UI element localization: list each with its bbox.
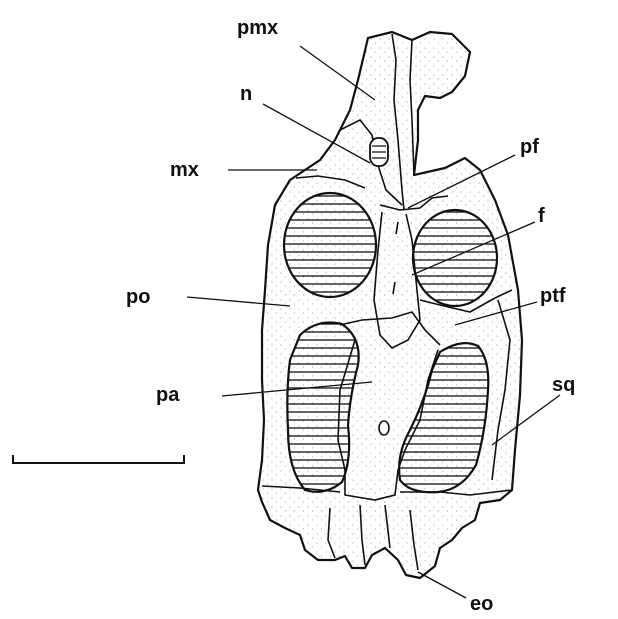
label-sq: sq	[552, 374, 575, 396]
label-pa: pa	[156, 384, 180, 406]
parietal-foramen	[379, 421, 389, 435]
label-ptf: ptf	[540, 285, 566, 307]
left-temporal-fenestra	[287, 322, 358, 491]
scale-bar	[13, 455, 184, 463]
label-po: po	[126, 286, 150, 308]
label-f: f	[538, 205, 545, 227]
label-eo: eo	[470, 593, 493, 615]
label-mx: mx	[170, 159, 199, 181]
label-n: n	[240, 83, 252, 105]
left-orbit	[284, 193, 376, 297]
right-orbit	[413, 210, 497, 306]
label-pf: pf	[520, 136, 539, 158]
leader-eo	[418, 572, 466, 598]
label-pmx: pmx	[237, 17, 278, 39]
